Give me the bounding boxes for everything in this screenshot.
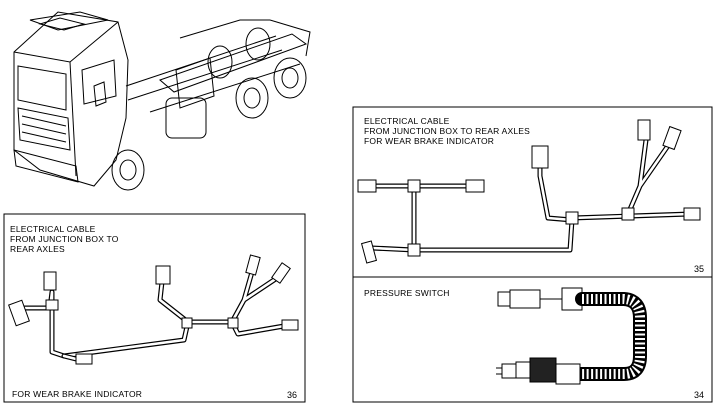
switch-thread	[501, 363, 517, 379]
connector	[360, 240, 378, 264]
junction	[181, 317, 193, 329]
switch-body	[529, 357, 557, 383]
connector	[245, 254, 261, 276]
connector	[271, 262, 291, 284]
panel-frame	[352, 276, 713, 403]
panel-frame	[3, 213, 306, 403]
panel-footer: FOR WEAR BRAKE INDICATOR	[12, 389, 142, 399]
switch-hex	[515, 361, 531, 379]
connector	[155, 265, 171, 285]
connector	[683, 207, 701, 221]
junction	[407, 179, 421, 193]
caption-line-3: REAR AXLES	[10, 244, 65, 254]
connector	[75, 353, 93, 365]
caption-line-2: FROM JUNCTION BOX TO REAR AXLES	[364, 126, 530, 136]
junction	[621, 207, 635, 221]
switch-sleeve	[555, 363, 581, 385]
caption-line-1: ELECTRICAL CABLE	[10, 224, 96, 234]
connector	[43, 271, 57, 291]
figure-number: 35	[694, 264, 704, 274]
connector-body	[509, 289, 541, 309]
pressure-switch-panel-34: PRESSURE SWITCH 34	[352, 276, 713, 403]
figure-number: 36	[287, 390, 297, 400]
caption-line-3: FOR WEAR BRAKE INDICATOR	[364, 136, 494, 146]
junction	[565, 211, 579, 225]
connector	[465, 179, 485, 193]
pressure-switch-drawing	[496, 287, 647, 385]
connector	[662, 125, 682, 151]
connector	[637, 119, 651, 141]
junction	[407, 243, 421, 257]
junction	[45, 299, 59, 311]
cable-panel-35: ELECTRICAL CABLE FROM JUNCTION BOX TO RE…	[352, 106, 713, 278]
connector	[531, 145, 549, 169]
harness-drawing	[357, 119, 701, 264]
junction	[227, 317, 239, 329]
harness-drawing	[8, 254, 299, 365]
panel-caption: PRESSURE SWITCH	[364, 288, 450, 298]
connector	[281, 319, 299, 331]
figure-number: 34	[694, 390, 704, 400]
caption-line-1: ELECTRICAL CABLE	[364, 116, 450, 126]
caption-line-2: FROM JUNCTION BOX TO	[10, 234, 119, 244]
connector	[357, 179, 377, 193]
connector	[8, 299, 30, 327]
truck-illustration	[13, 11, 311, 191]
cable-panel-36: ELECTRICAL CABLE FROM JUNCTION BOX TO RE…	[3, 213, 306, 403]
